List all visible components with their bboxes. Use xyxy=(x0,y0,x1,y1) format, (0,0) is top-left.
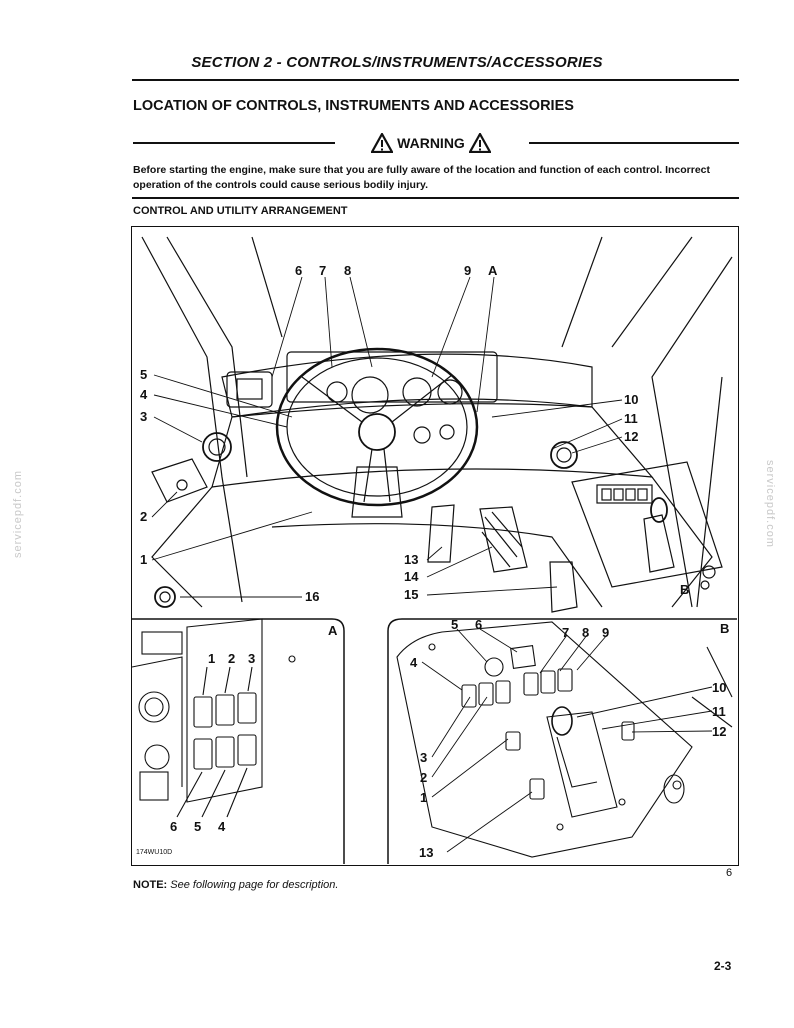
panel-b-label-4: 4 xyxy=(410,655,418,670)
label-6: 6 xyxy=(295,263,302,278)
note: NOTE: See following page for description… xyxy=(133,879,338,891)
detail-panel-b: B 5 6 7 8 9 4 3 2 1 13 10 11 12 xyxy=(387,617,737,864)
panel-b-label-3: 3 xyxy=(420,750,427,765)
panel-b-label-8: 8 xyxy=(582,625,589,640)
panel-a-label-3: 3 xyxy=(248,651,255,666)
warning-text: Before starting the engine, make sure th… xyxy=(133,164,711,191)
label-A: A xyxy=(488,263,498,278)
label-15: 15 xyxy=(404,587,418,602)
panel-b-label-12: 12 xyxy=(712,724,726,739)
note-label: NOTE: xyxy=(133,879,168,891)
label-9: 9 xyxy=(464,263,471,278)
section-title: SECTION 2 - CONTROLS/INSTRUMENTS/ACCESSO… xyxy=(191,54,603,71)
panel-a-label-6: 6 xyxy=(170,819,177,834)
panel-b-label-13: 13 xyxy=(419,845,433,860)
sub-heading: CONTROL AND UTILITY ARRANGEMENT xyxy=(133,205,348,217)
label-4: 4 xyxy=(140,387,148,402)
panel-b-label-6: 6 xyxy=(475,617,482,632)
cab-illustration: 6 7 8 9 A 5 4 3 2 1 10 11 12 13 14 15 16… xyxy=(132,236,737,864)
panel-a-label-1: 1 xyxy=(208,651,215,666)
figure-code: 174WU10D xyxy=(136,849,172,856)
warning-label: WARNING xyxy=(397,135,465,151)
panel-a-label-4: 4 xyxy=(218,819,226,834)
label-8: 8 xyxy=(344,263,351,278)
label-12: 12 xyxy=(624,429,638,444)
warning-rule-bottom xyxy=(132,197,739,199)
panel-a-letter: A xyxy=(328,623,338,638)
watermark-left: servicepdf.com xyxy=(12,470,24,558)
page-number: 2-3 xyxy=(714,959,732,973)
header-rule xyxy=(132,79,739,81)
label-1: 1 xyxy=(140,552,147,567)
warning-triangle-icon xyxy=(371,133,394,153)
panel-b-label-11: 11 xyxy=(712,704,726,719)
warning-banner: WARNING xyxy=(133,130,739,156)
panel-a-label-2: 2 xyxy=(228,651,235,666)
label-11: 11 xyxy=(624,411,638,426)
label-7: 7 xyxy=(319,263,326,278)
main-view-labels: 6 7 8 9 A 5 4 3 2 1 10 11 12 13 14 15 16… xyxy=(140,263,689,604)
figure-number: 6 xyxy=(726,867,733,879)
panel-b-label-10: 10 xyxy=(712,680,726,695)
label-2: 2 xyxy=(140,509,147,524)
label-B: B xyxy=(680,582,689,597)
panel-b-label-1: 1 xyxy=(420,790,427,805)
panel-a-label-5: 5 xyxy=(194,819,201,834)
watermark-right: servicepdf.com xyxy=(764,460,776,548)
control-arrangement-figure: 6 7 8 9 A 5 4 3 2 1 10 11 12 13 14 15 16… xyxy=(131,226,739,866)
label-10: 10 xyxy=(624,392,638,407)
label-13: 13 xyxy=(404,552,418,567)
warning-rule-right xyxy=(529,142,739,144)
panel-b-label-5: 5 xyxy=(451,617,458,632)
warning-title: WARNING xyxy=(361,130,501,156)
panel-b-label-2: 2 xyxy=(420,770,427,785)
note-text: See following page for description. xyxy=(170,879,339,891)
panel-b-letter: B xyxy=(720,621,729,636)
label-16: 16 xyxy=(305,589,319,604)
label-5: 5 xyxy=(140,367,147,382)
panel-b-label-7: 7 xyxy=(562,625,569,640)
detail-panel-a: A 1 2 3 6 5 4 174WU10D xyxy=(132,618,345,864)
label-3: 3 xyxy=(140,409,147,424)
label-14: 14 xyxy=(404,569,419,584)
warning-rule-left xyxy=(133,142,335,144)
panel-b-label-9: 9 xyxy=(602,625,609,640)
warning-triangle-icon xyxy=(468,133,491,153)
page-heading: LOCATION OF CONTROLS, INSTRUMENTS AND AC… xyxy=(133,98,574,114)
